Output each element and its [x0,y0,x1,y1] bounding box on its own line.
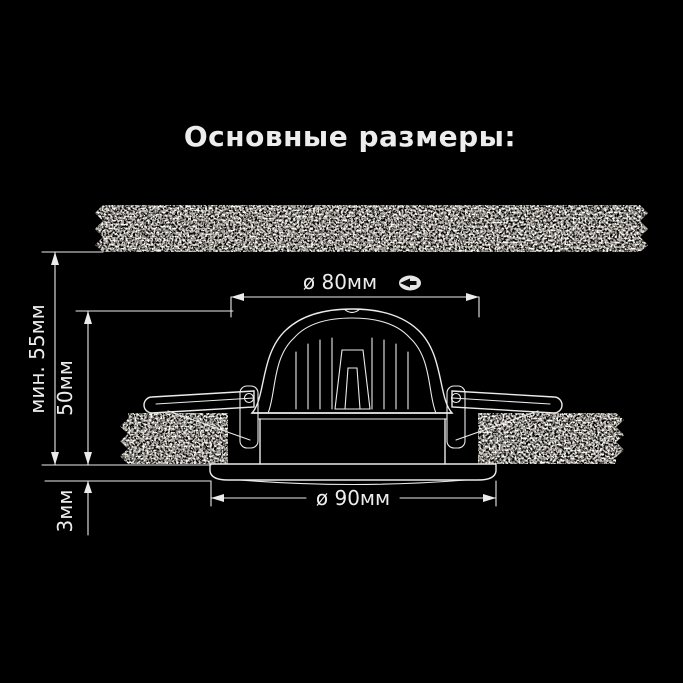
dome-top-notch [343,308,361,314]
spring-clip-left [143,390,255,441]
arrow-up [84,481,92,493]
dim-flange-thickness: 3мм [44,480,212,536]
dim-trim-diameter-label: ø 90мм [316,486,390,510]
arrow-top [51,252,59,265]
downlight-drawing [143,308,563,486]
dim-trim-diameter: ø 90мм [210,480,497,510]
page-title: Основные размеры: [184,120,516,153]
dim-cutout-diameter: ø 80мм [230,270,480,318]
arrow-right [483,494,496,502]
dim-min-recess-depth: мин. 55мм [25,251,212,466]
heatsink-body [250,308,454,465]
clip-bracket-left [239,385,259,449]
downlight-beam-icon [399,275,421,291]
dim-housing-height-label: 50мм [53,360,77,416]
ceiling-section-right [478,413,624,464]
spring-clip-right [451,390,563,441]
arrow-left [231,293,244,301]
dome-outline [250,308,454,414]
arrow-top [84,311,92,324]
dim-flange-thickness-label: 3мм [53,490,77,533]
ceiling-section-top [95,205,648,252]
dim-housing-height: 50мм [53,310,234,466]
clip-bracket-right [446,385,466,449]
dim-cutout-diameter-label: ø 80мм [303,270,377,294]
led-column [334,349,371,410]
arrow-left [211,494,224,502]
heatsink-fins [295,337,409,410]
arrow-bottom [84,452,92,465]
arrow-bottom [51,452,59,465]
trim-ring [209,463,497,486]
dome-inner-contour [267,317,437,414]
ceiling-section-left [120,413,228,464]
arrow-right [466,293,479,301]
dim-min-recess-depth-label: мин. 55мм [25,304,49,414]
